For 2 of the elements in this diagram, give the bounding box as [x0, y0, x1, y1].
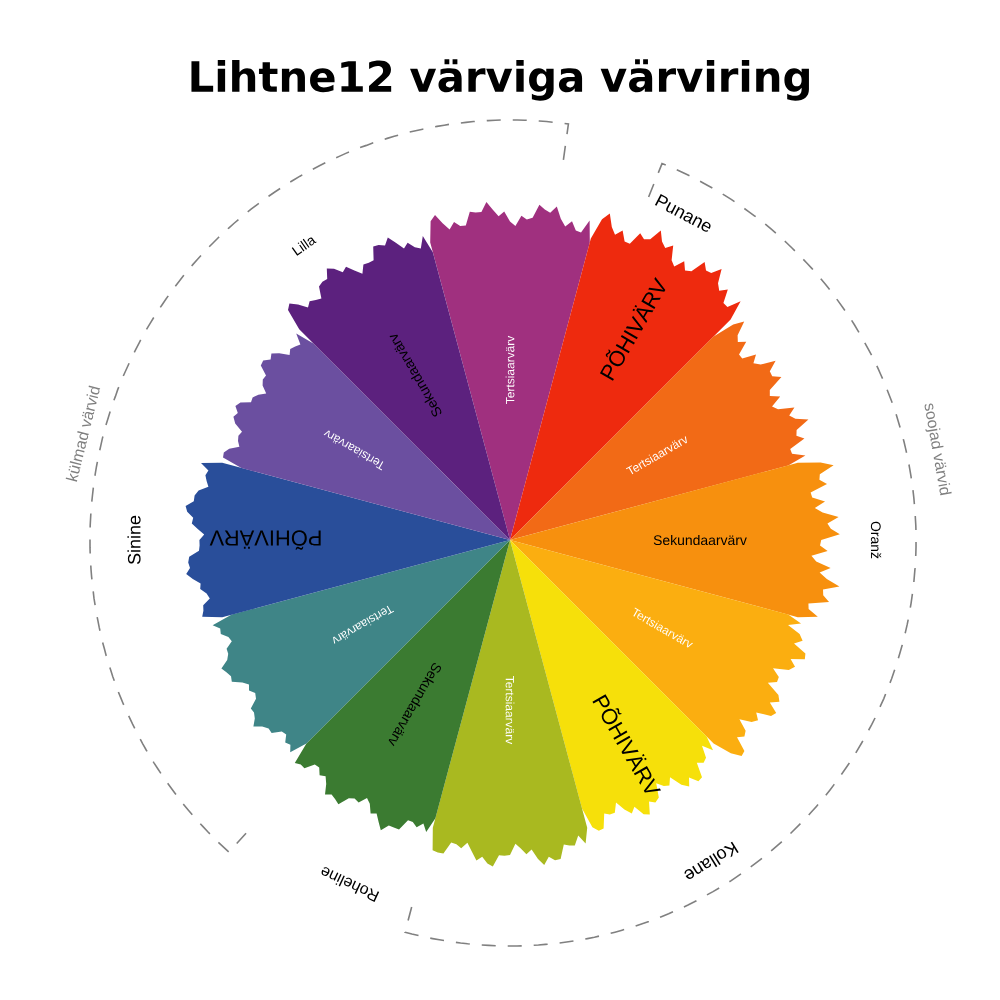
color-name: Sinine [127, 515, 141, 565]
title: Lihtne12 värviga värviring [191, 59, 809, 101]
